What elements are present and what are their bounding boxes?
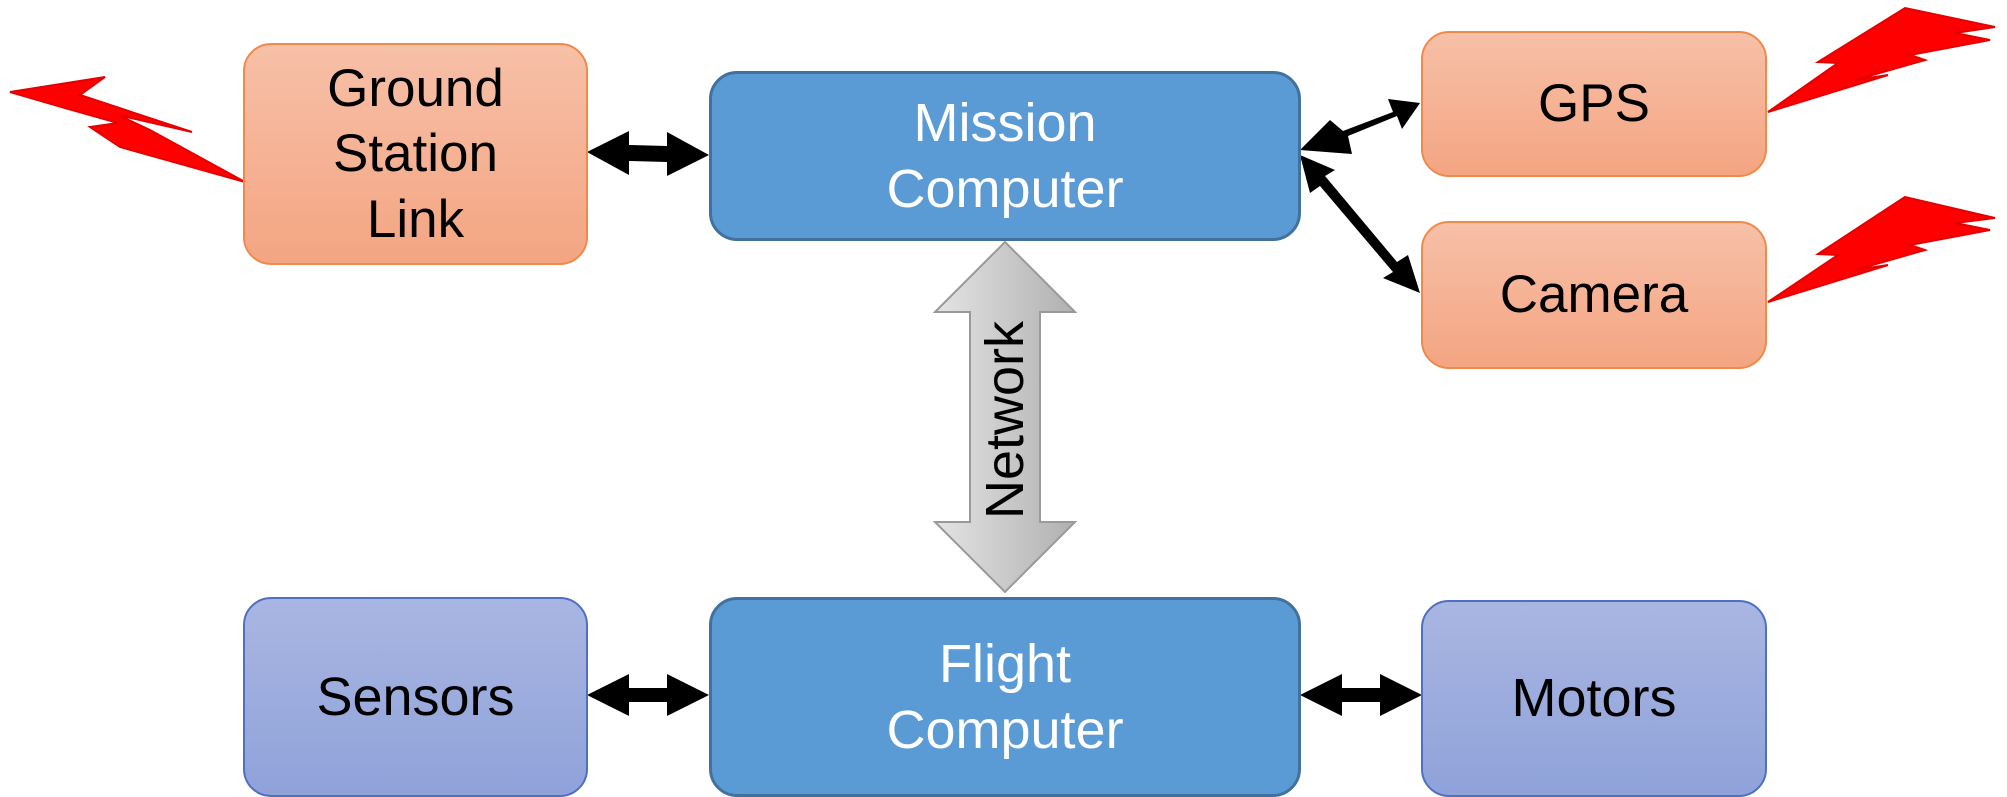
arrow-flight-motors — [1300, 674, 1422, 716]
camera-label: Camera — [1499, 265, 1689, 325]
arrow-ground-mission — [587, 131, 709, 176]
network-label: Network — [975, 320, 1035, 520]
sensors-box: Sensors — [243, 597, 588, 797]
ground-link-wireless-bolt-icon — [9, 76, 246, 183]
gps-box: GPS — [1421, 31, 1767, 177]
arrow-mission-gps — [1300, 99, 1420, 154]
arrow-mission-camera — [1300, 155, 1420, 293]
ground-station-link-box: Ground Station Link — [243, 43, 588, 265]
ground-station-link-label: Ground Station Link — [327, 59, 504, 249]
gps-wireless-bolt-icon — [1767, 6, 1996, 113]
network-double-arrow — [932, 240, 1078, 594]
motors-box: Motors — [1421, 600, 1767, 797]
flight-computer-label: Flight Computer — [886, 633, 1124, 760]
motors-label: Motors — [1511, 668, 1677, 729]
connector-arrows — [587, 99, 1422, 716]
camera-wireless-bolt-icon — [1767, 195, 1996, 303]
camera-box: Camera — [1421, 221, 1767, 369]
gps-label: GPS — [1538, 74, 1650, 134]
arrow-sensors-flight — [587, 674, 709, 716]
sensors-label: Sensors — [316, 666, 515, 727]
mission-computer-box: Mission Computer — [709, 71, 1301, 241]
mission-computer-label: Mission Computer — [886, 92, 1124, 219]
flight-computer-box: Flight Computer — [709, 597, 1301, 797]
